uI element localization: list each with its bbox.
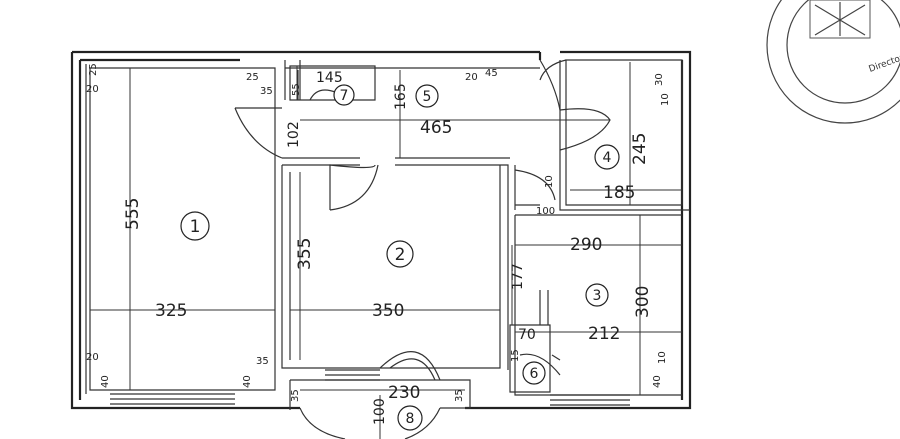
dim-230: 230 [388,383,420,403]
room-6-marker [522,361,546,385]
room-5-label: 5 [423,89,432,105]
room-6-label: 6 [530,366,539,382]
room-8-label: 8 [406,411,415,427]
coat-of-arms-icon [809,0,871,39]
dim-100-balcony: 100 [372,398,388,425]
dim-177: 177 [510,263,526,290]
room-1-label: 1 [190,217,201,237]
dimension-lines [90,62,682,439]
dimension-labels: 555 325 350 355 465 165 145 102 55 245 1… [86,63,671,425]
dim-55: 55 [291,83,302,96]
dim-10-door: 10 [544,175,555,188]
dim-35-balcony-left: 35 [290,389,301,402]
stamp-signature: Director [868,53,900,75]
room-4 [539,59,690,211]
dim-40-room1-left: 40 [100,375,111,388]
dim-70: 70 [518,327,536,343]
room-3 [509,214,682,406]
dim-35-room1-right: 35 [260,86,273,97]
dim-40-room3: 40 [652,375,663,388]
room-5 [234,59,611,211]
room-7-label: 7 [340,88,349,104]
dim-245: 245 [630,133,650,165]
dim-25-room1-right: 25 [246,72,259,83]
room-2-marker [386,240,414,268]
dim-350: 350 [372,301,404,321]
room-3-marker [585,283,609,307]
dim-300: 300 [633,286,653,318]
dim-35-room1-bottom: 35 [256,356,269,367]
room-7-marker [333,84,355,106]
room-5-marker [415,84,439,108]
dim-10-room3: 10 [657,351,668,364]
dim-30-room4: 30 [654,73,665,86]
dim-10-room4: 10 [660,93,671,106]
dim-145: 145 [316,70,343,86]
dim-465: 465 [420,118,452,138]
dim-25-room1: 25 [88,63,99,76]
room-8 [289,351,471,439]
dim-355: 355 [295,238,315,270]
dim-212: 212 [588,324,620,344]
room-8-marker [397,405,423,431]
dim-165: 165 [393,83,409,110]
dim-20-room1: 20 [86,84,99,95]
dim-45-corridor: 45 [485,68,498,79]
dim-40-room1-right: 40 [242,375,253,388]
room-3-label: 3 [593,288,602,304]
dim-325: 325 [155,301,187,321]
room-1 [85,64,276,405]
room-4-label: 4 [603,150,612,166]
dim-20-room1-bottom: 20 [86,352,99,363]
official-stamp: Director [766,0,900,124]
dim-15: 15 [510,349,521,362]
outer-walls [70,50,692,410]
dim-100-door: 100 [536,206,555,217]
dim-185: 185 [603,183,635,203]
room-2-label: 2 [395,245,406,265]
dim-102: 102 [286,121,302,148]
dim-20-corridor: 20 [465,72,478,83]
dim-35-balcony-right: 35 [454,389,465,402]
dim-290: 290 [570,235,602,255]
room-4-marker [594,144,620,170]
room-markers: 1 2 3 4 5 6 7 8 [180,84,620,431]
dim-555: 555 [123,198,143,230]
room-1-marker [180,211,210,241]
